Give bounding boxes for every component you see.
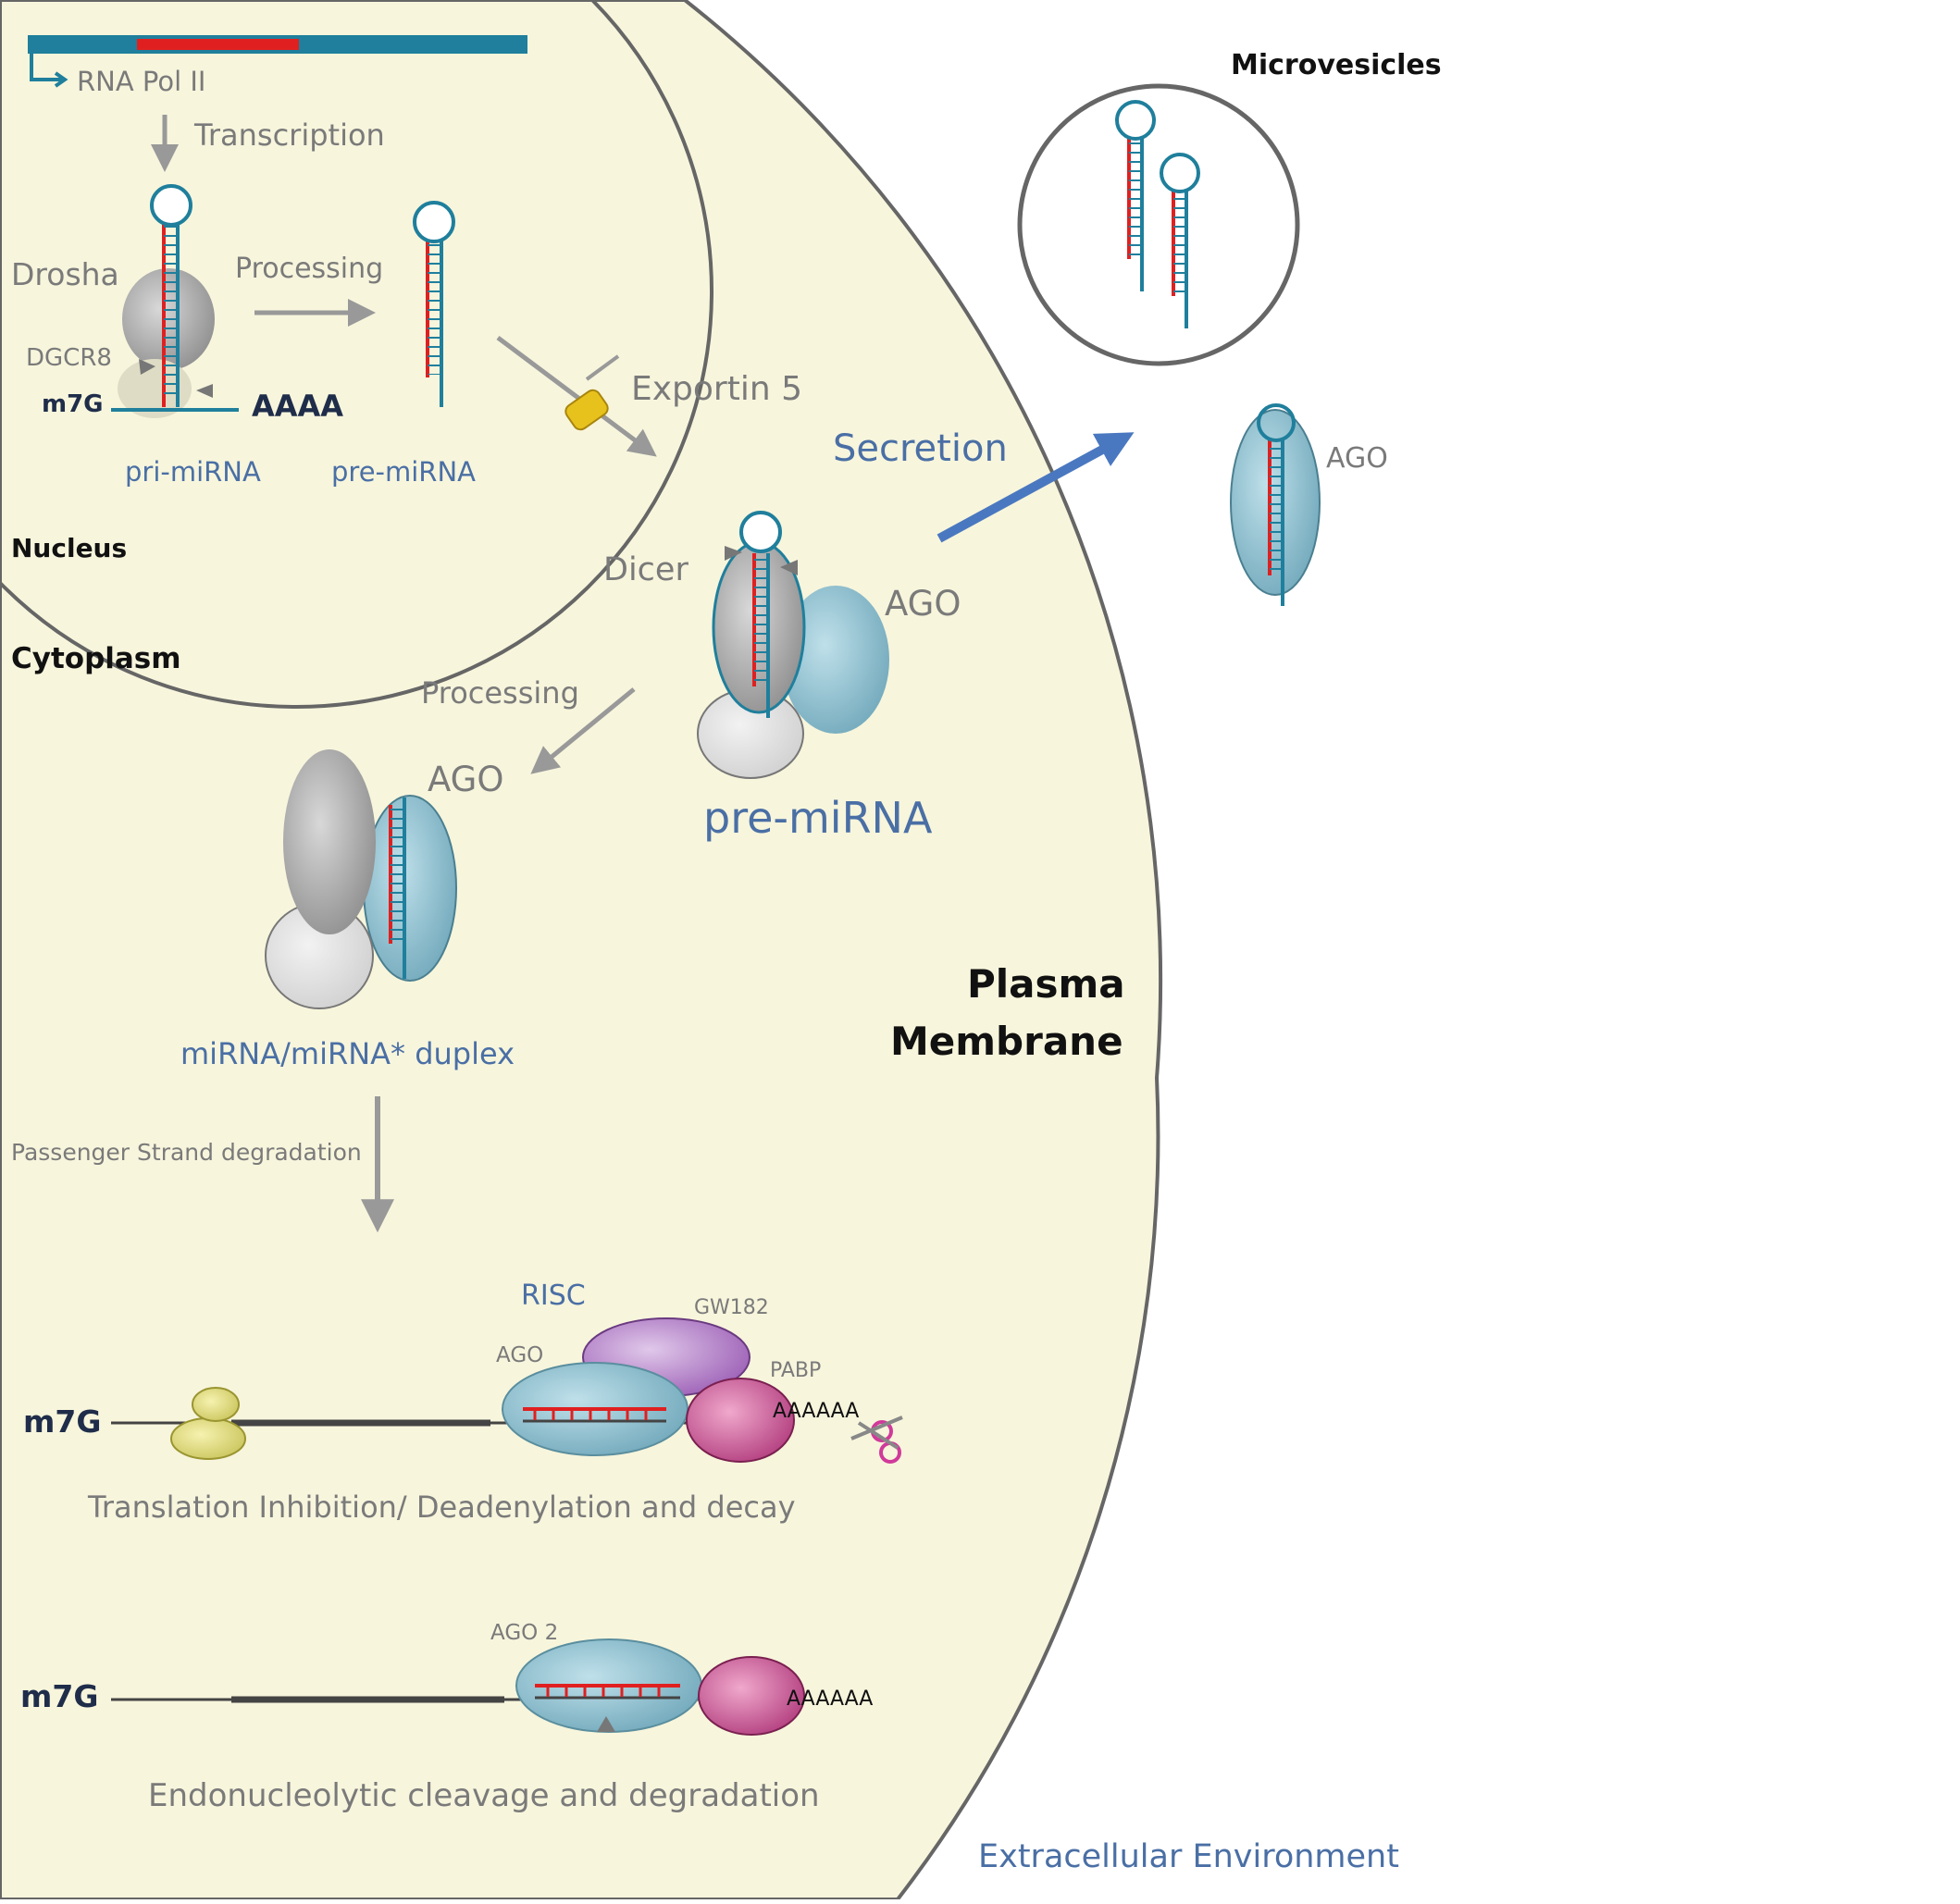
risc-label: RISC [521,1280,586,1312]
pri-mirna-label: pri-miRNA [125,456,261,488]
cytoplasm-label: Cytoplasm [11,642,181,675]
dicer-complex [697,511,889,779]
pre-mirna-nucleus-label: pre-miRNA [331,456,476,488]
export-arrow [496,335,657,457]
duplex-label: miRNA/miRNA* duplex [180,1036,515,1071]
ago-dicer-label: AGO [885,584,961,624]
gw182-label: GW182 [694,1296,769,1319]
ago2-cleavage-complex [111,1638,805,1736]
exportin-label: Exportin 5 [631,370,802,408]
m7g-cleave-label: m7G [20,1678,98,1714]
endo-label: Endonucleolytic cleavage and degradation [148,1777,820,1814]
processing-arrow-2 [530,687,636,774]
microvesicles-label: Microvesicles [1231,49,1442,81]
gene [28,35,527,88]
plasma-label-2: Membrane [890,1019,1123,1064]
m7g-risc-label: m7G [23,1403,101,1440]
plasma-label-1: Plasma [967,961,1125,1007]
duplex-complex [265,749,457,1009]
extracellular-ago-complex [1230,403,1321,606]
nucleus-label: Nucleus [11,533,127,563]
pre-mirna-cyto-label: pre-miRNA [703,793,933,843]
secretion-arrow [937,432,1135,543]
exportin-5-channel [564,354,620,431]
aaaa-label: AAAA [252,389,343,424]
transcription-label: Transcription [193,117,385,153]
risc-translation-complex [111,1317,795,1463]
ago-duplex-label: AGO [428,760,503,799]
processing-label-1: Processing [235,253,383,285]
pri-mirna-complex [111,184,239,418]
ago-extra-label: AGO [1326,442,1388,475]
pabp-label: PABP [770,1359,821,1382]
microvesicle [1017,83,1300,366]
dicer-label: Dicer [603,551,688,588]
translation-label: Translation Inhibition/ Deadenylation an… [87,1490,796,1525]
scissors-icon [850,1416,903,1464]
rna-pol-label: RNA Pol II [77,66,205,97]
passenger-label: Passenger Strand degradation [11,1139,362,1166]
dgcr8-label: DGCR8 [26,344,112,372]
drosha-label: Drosha [11,256,119,292]
m7g-pri-label: m7G [42,390,104,418]
extracellular-label: Extracellular Environment [978,1838,1399,1875]
processing-label-2: Processing [421,675,579,711]
ago2-label: AGO 2 [490,1621,558,1645]
pre-mirna-hairpin-nucleus [413,201,455,407]
polya-2-label: AAAAAA [787,1688,873,1711]
secretion-label: Secretion [833,427,1008,470]
polya-1-label: AAAAAA [773,1400,859,1423]
ago-risc-label: AGO [496,1343,543,1367]
nucleus-region [0,0,714,710]
